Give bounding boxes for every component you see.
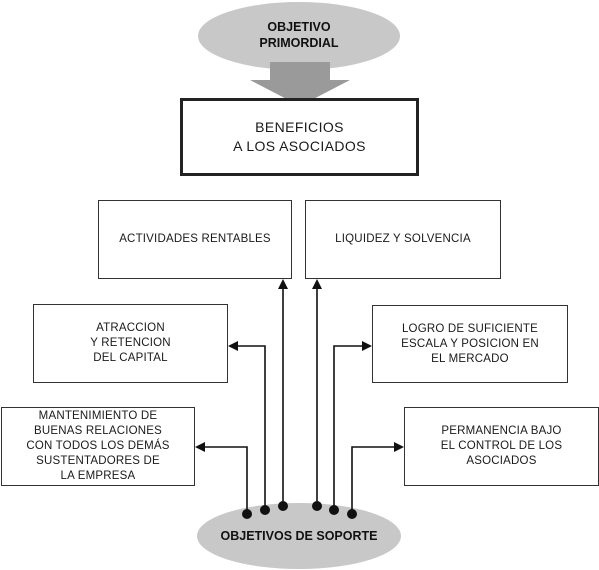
primary-goal-label: OBJETIVO PRIMORDIAL bbox=[259, 20, 339, 50]
connector-logro bbox=[333, 341, 372, 510]
connector-permanencia bbox=[351, 442, 404, 514]
connector-dot-atraccion bbox=[260, 505, 270, 515]
box-mantenimiento-relaciones: MANTENIMIENTO DE BUENAS RELACIONES CON T… bbox=[1, 407, 195, 486]
connector-dot-logro bbox=[329, 505, 339, 515]
connector-dot-liquidez bbox=[312, 501, 322, 511]
support-goals-ellipse bbox=[197, 503, 401, 569]
box-permanencia-control: PERMANENCIA BAJO EL CONTROL DE LOS ASOCI… bbox=[404, 407, 599, 486]
box-logro-escala: LOGRO DE SUFICIENTE ESCALA Y POSICION EN… bbox=[372, 305, 568, 383]
connector-mantenimiento bbox=[195, 442, 248, 514]
support-goals-label: OBJETIVOS DE SOPORTE bbox=[220, 529, 378, 543]
box-atraccion-capital: ATRACCION Y RETENCION DEL CAPITAL bbox=[33, 304, 228, 383]
connector-dot-mantenimiento bbox=[242, 509, 252, 519]
connector-dot-permanencia bbox=[347, 509, 357, 519]
primary-down-arrow bbox=[250, 62, 350, 106]
primary-goal-ellipse bbox=[198, 2, 400, 70]
box-liquidez-solvencia: LIQUIDEZ Y SOLVENCIA bbox=[305, 200, 501, 279]
connector-dot-actividades bbox=[278, 501, 288, 511]
box-actividades-rentables: ACTIVIDADES RENTABLES bbox=[98, 200, 292, 279]
connector-atraccion bbox=[228, 341, 266, 510]
benefits-box: BENEFICIOS A LOS ASOCIADOS bbox=[180, 98, 419, 176]
